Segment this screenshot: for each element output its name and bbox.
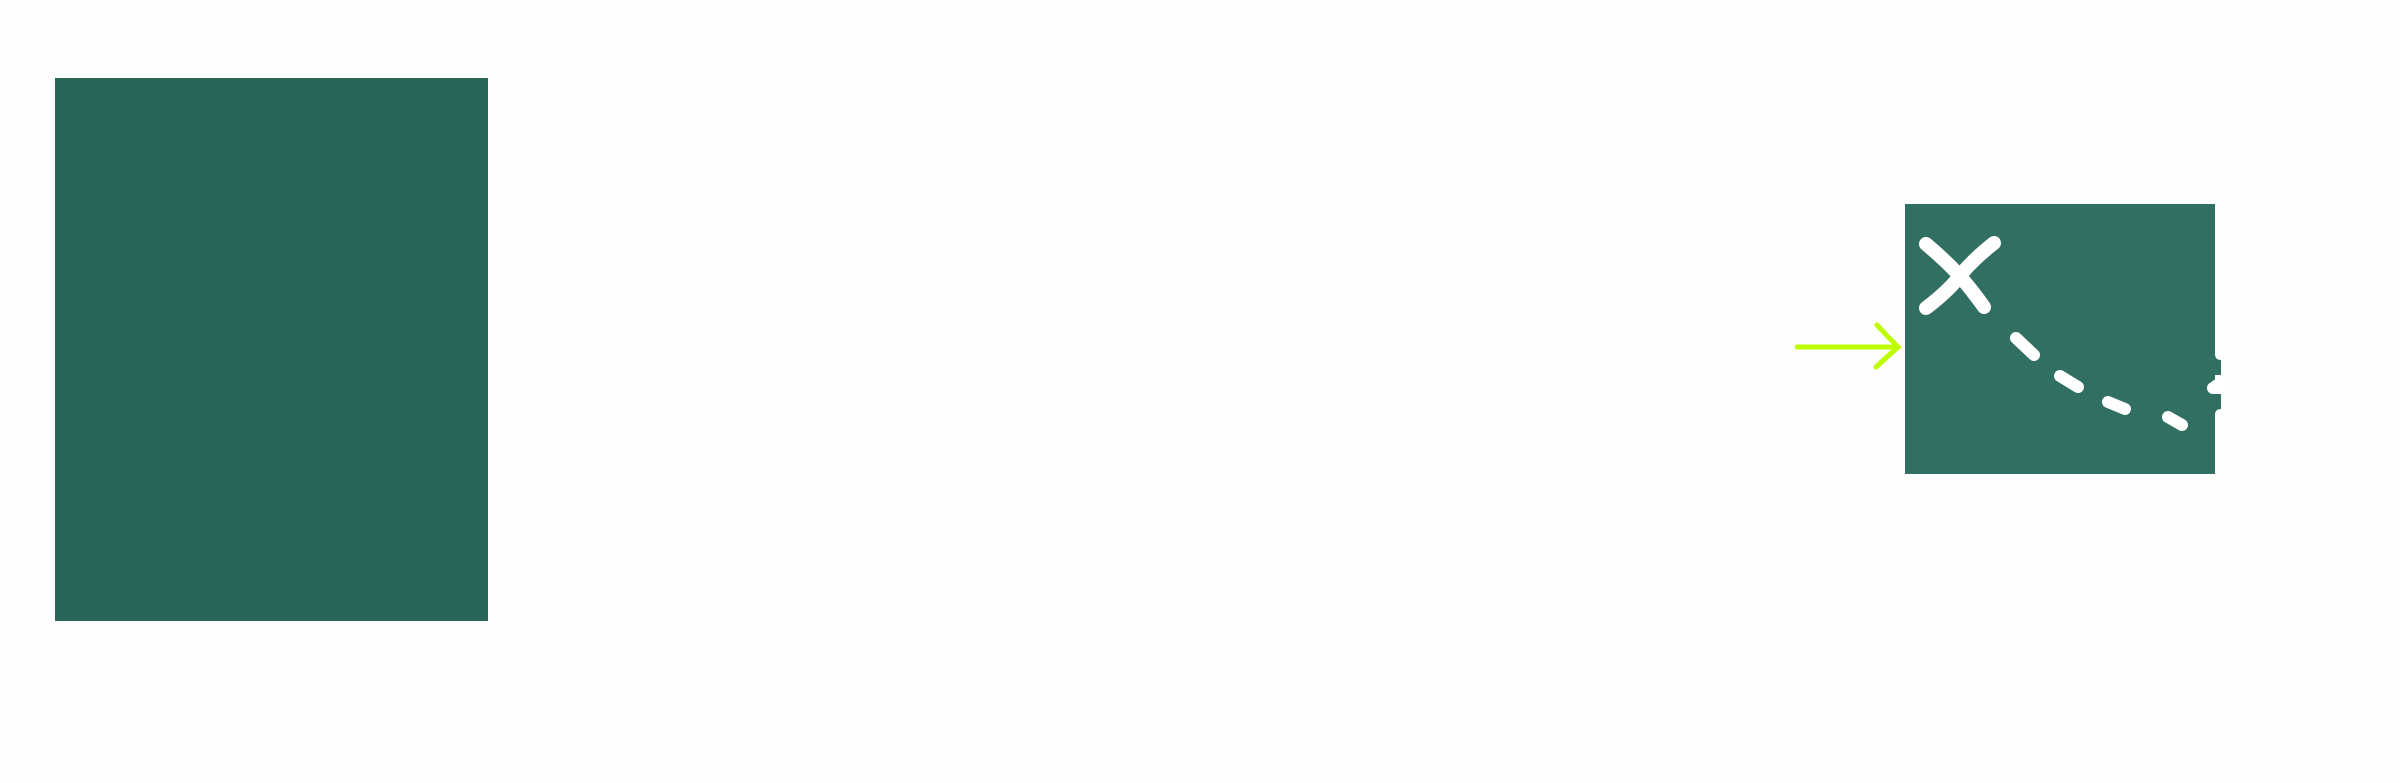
dashed-path-icon [2010, 332, 2228, 431]
x-mark-icon [1919, 236, 2001, 315]
large-green-panel [55, 78, 488, 621]
arrow-right-icon [1795, 322, 1902, 370]
target-card [1905, 204, 2228, 474]
small-green-panel [1905, 204, 2221, 474]
